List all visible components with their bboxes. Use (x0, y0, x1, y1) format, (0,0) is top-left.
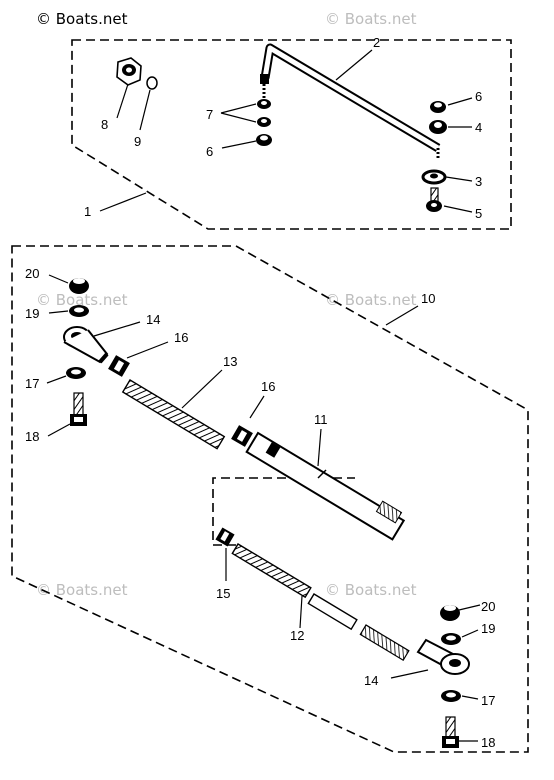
threaded-rod-part-13 (121, 379, 226, 450)
callout-labels: 1 2 3 4 5 6 6 7 8 9 10 11 12 13 14 14 15… (25, 35, 495, 750)
collar-part-4 (429, 120, 447, 134)
watermark: © Boats.net (36, 291, 128, 309)
sleeve-part-16-right (231, 425, 253, 447)
sleeve-part-15 (215, 527, 235, 547)
callout-9: 9 (134, 134, 141, 149)
watermark: © Boats.net (36, 581, 128, 599)
callout-5: 5 (475, 206, 482, 221)
washer-part-17-right (441, 690, 461, 702)
nut-part-6-right (430, 101, 446, 113)
washer-part-3 (421, 169, 447, 185)
callout-17-right: 17 (481, 693, 495, 708)
group-outline-1 (71, 39, 512, 230)
threaded-rod-part-12 (231, 543, 410, 662)
washer-part-19-left (69, 305, 89, 317)
sleeve-part-16-left (108, 355, 130, 377)
callout-11: 11 (314, 412, 328, 427)
callout-4: 4 (475, 120, 482, 135)
nut-part-8 (116, 57, 142, 86)
callout-14-right: 14 (364, 673, 378, 688)
callout-16-left: 16 (174, 330, 188, 345)
callout-3: 3 (475, 174, 482, 189)
rod-end-part-14-right (416, 638, 470, 675)
nut-part-6-left (256, 134, 272, 146)
nut-part-20-right (440, 605, 460, 621)
link-rod (260, 43, 441, 160)
callout-2: 2 (373, 35, 380, 50)
callout-7: 7 (206, 107, 213, 122)
callout-20-right: 20 (481, 599, 495, 614)
inner-outline (212, 477, 355, 546)
bolt-part-18-left (70, 392, 87, 426)
callout-17-left: 17 (25, 376, 39, 391)
watermark: © Boats.net (325, 10, 417, 28)
watermark: © Boats.net (325, 581, 417, 599)
nut-part-20-left (69, 278, 89, 294)
callout-18-left: 18 (25, 429, 39, 444)
callout-6-right: 6 (475, 89, 482, 104)
rod-end-part-14-left (63, 326, 109, 364)
watermark-top-left: © Boats.net (36, 10, 128, 28)
watermark: © Boats.net (325, 291, 417, 309)
leaders-top (99, 49, 473, 213)
callout-10: 10 (421, 291, 435, 306)
washer-part-17-left (66, 367, 86, 379)
leaders-bottom (46, 274, 481, 742)
washer-part-7-upper (257, 99, 271, 109)
ring-part-9 (146, 76, 158, 90)
callout-14-left: 14 (146, 312, 160, 327)
callout-8: 8 (101, 117, 108, 132)
group-outline-10 (11, 245, 529, 753)
callout-19-left: 19 (25, 306, 39, 321)
bolt-part-18-right (442, 716, 459, 748)
callout-20-left: 20 (25, 266, 39, 281)
callout-1: 1 (84, 204, 91, 219)
callout-13: 13 (223, 354, 237, 369)
washer-part-19-right (441, 633, 461, 645)
washer-part-7-lower (257, 117, 271, 127)
tube-part-11 (245, 431, 406, 541)
callout-12: 12 (290, 628, 304, 643)
callout-16-right: 16 (261, 379, 275, 394)
bolt-part-5 (426, 187, 442, 212)
callout-19-right: 19 (481, 621, 495, 636)
callout-15: 15 (216, 586, 230, 601)
callout-6-left: 6 (206, 144, 213, 159)
callout-18-right: 18 (481, 735, 495, 750)
